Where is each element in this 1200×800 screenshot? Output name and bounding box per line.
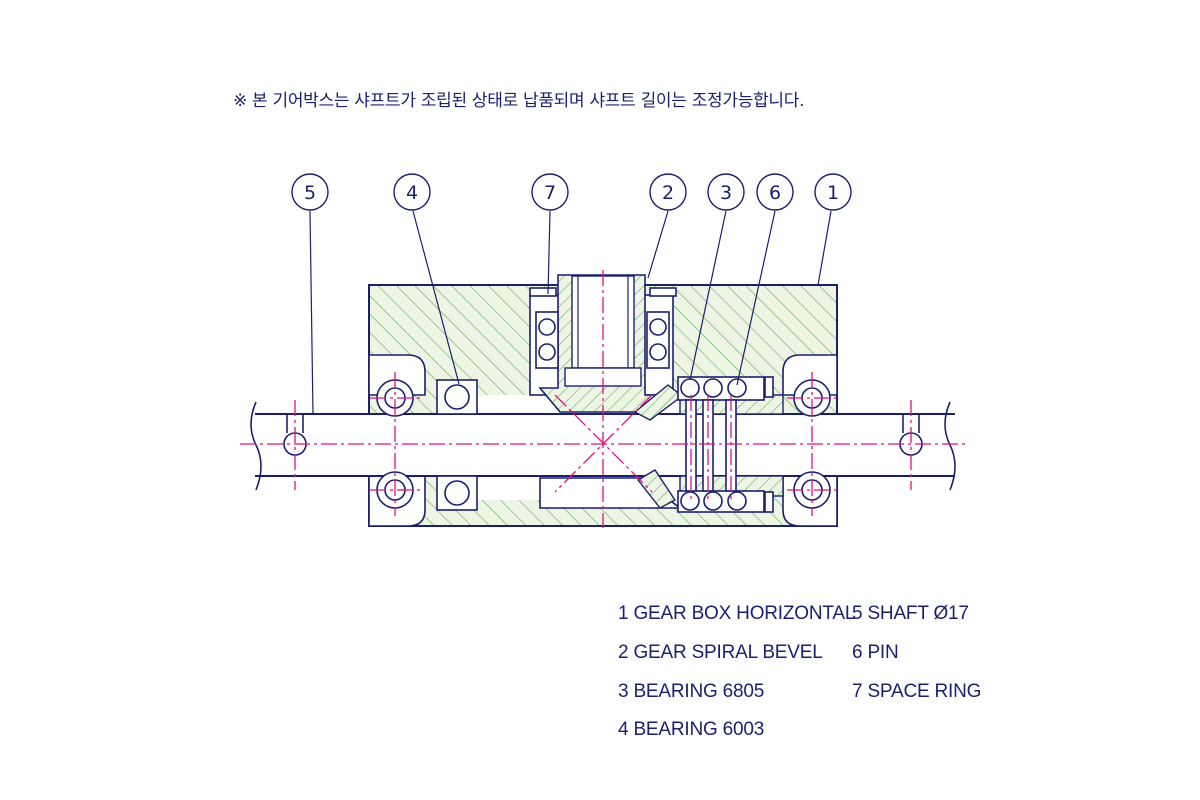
balloon-5: 5 — [291, 173, 329, 211]
balloons: 5 4 7 2 3 6 1 — [291, 173, 852, 211]
leader-lines — [309, 210, 832, 415]
svg-text:7: 7 — [544, 182, 556, 204]
balloon-4: 4 — [393, 173, 431, 211]
part-2-label: 2 GEAR SPIRAL BEVEL — [618, 642, 823, 663]
svg-text:5: 5 — [304, 182, 316, 204]
bearings — [436, 287, 774, 513]
svg-text:6: 6 — [769, 182, 781, 204]
part-4-label: 4 BEARING 6003 — [618, 719, 765, 740]
svg-text:2: 2 — [662, 182, 674, 204]
center-lines — [240, 270, 965, 528]
svg-text:4: 4 — [406, 182, 418, 204]
svg-text:3: 3 — [720, 182, 732, 204]
balloon-1: 1 — [814, 173, 852, 211]
part-1-label: 1 GEAR BOX HORIZONTAL — [618, 603, 856, 624]
balloon-6: 6 — [756, 173, 794, 211]
balloon-7: 7 — [531, 173, 569, 211]
balloon-3: 3 — [707, 173, 745, 211]
part-3-label: 3 BEARING 6805 — [618, 681, 765, 702]
part-7-label: 7 SPACE RING — [852, 681, 982, 702]
assembly-note: ※ 본 기어박스는 샤프트가 조립된 상태로 납품되며 샤프트 길이는 조정가능… — [233, 91, 805, 111]
shaft — [250, 401, 956, 491]
balloon-2: 2 — [649, 173, 687, 211]
svg-text:1: 1 — [827, 182, 839, 204]
part-5-label: 5 SHAFT Ø17 — [852, 603, 969, 624]
part-6-label: 6 PIN — [852, 642, 899, 663]
